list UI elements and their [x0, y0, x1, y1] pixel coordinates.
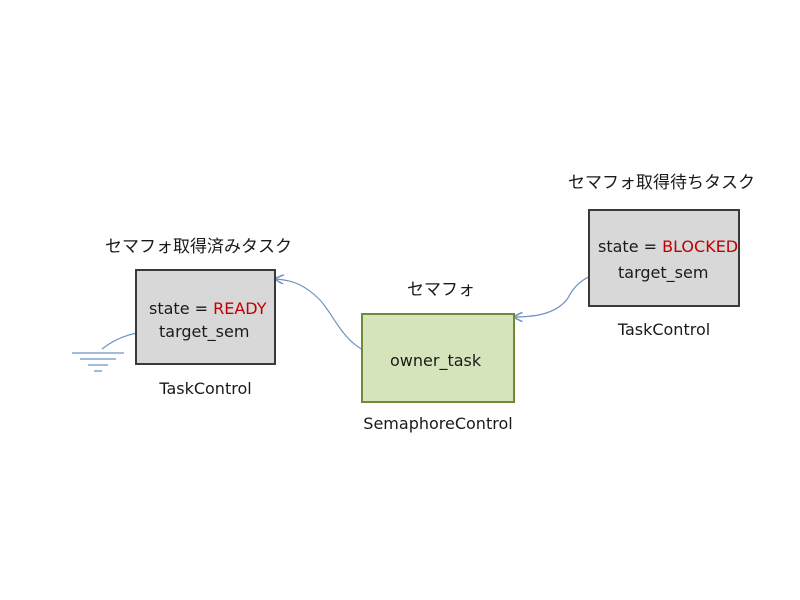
semaphore-title: セマフォ: [407, 280, 475, 300]
left-task-state-value: READY: [213, 299, 267, 318]
right-task-box: state = BLOCKED target_sem: [588, 209, 740, 307]
right-task-state-label: state =: [598, 237, 663, 256]
semaphore-caption: SemaphoreControl: [363, 414, 513, 433]
left-task-state: state = READY: [149, 299, 267, 318]
left-task-box: state = READY target_sem: [135, 269, 276, 365]
right-task-title: セマフォ取得待ちタスク: [568, 173, 755, 193]
left-task-caption: TaskControl: [159, 379, 252, 398]
ground-icon: [72, 352, 124, 372]
left-task-target-sem: target_sem: [159, 322, 250, 341]
right-task-state-value: BLOCKED: [662, 237, 739, 256]
left-task-state-label: state =: [149, 299, 214, 318]
left-task-title: セマフォ取得済みタスク: [105, 237, 292, 257]
right-task-state: state = BLOCKED: [598, 237, 738, 256]
semaphore-box: owner_task: [361, 313, 515, 403]
semaphore-owner-task: owner_task: [390, 351, 482, 370]
right-task-target-sem: target_sem: [618, 263, 709, 282]
right-task-caption: TaskControl: [617, 320, 711, 339]
